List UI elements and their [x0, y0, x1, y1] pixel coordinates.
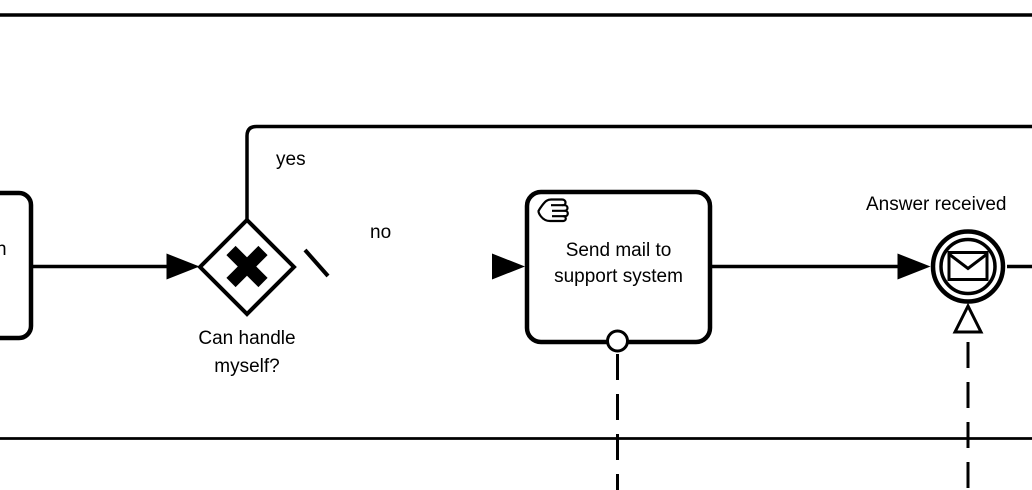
hand-icon: [537, 198, 569, 223]
envelope-icon: [947, 251, 989, 281]
intermediate-message-event[interactable]: [930, 229, 1006, 304]
default-flow-slash-icon: [303, 248, 330, 278]
sequence-flow-to-event: [710, 253, 931, 280]
exclusive-gateway[interactable]: [197, 217, 297, 317]
manual-task[interactable]: [524, 189, 713, 353]
arrowhead-icon: [492, 253, 525, 280]
arrowhead-icon: [897, 253, 931, 280]
sequence-flow-yes: [245, 124, 1032, 221]
sequence-flow-into-gateway: [31, 253, 200, 280]
no-flow-label: no: [370, 222, 392, 243]
arrowhead-icon: [166, 253, 200, 280]
message-flow-source-circle-icon: [606, 329, 629, 353]
gateway-label: Can handle myself?: [198, 328, 296, 377]
yes-flow-label: yes: [276, 149, 306, 170]
x-gateway-icon: [226, 245, 268, 288]
upstream-task[interactable]: [0, 190, 34, 341]
upstream-task-label: n: [0, 239, 7, 260]
message-event-label: Answer received: [866, 194, 1007, 215]
message-flow-open-arrowhead-icon: [952, 302, 984, 334]
manual-task-label: Send mail to support system: [554, 240, 683, 287]
